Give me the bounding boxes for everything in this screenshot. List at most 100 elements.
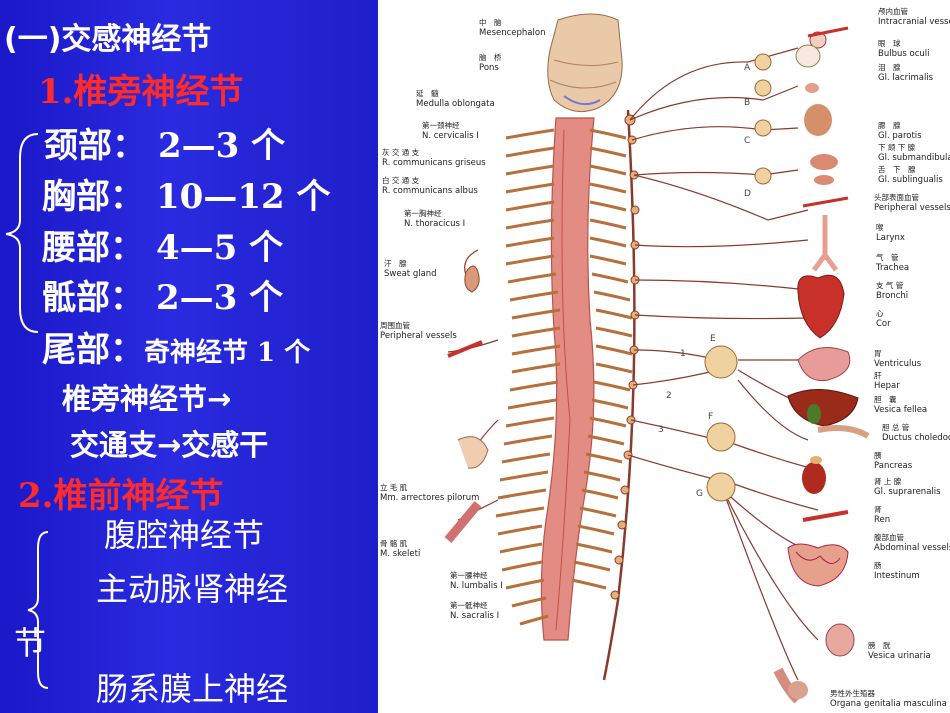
label-pons-cn: 脑 桥 xyxy=(479,52,502,62)
label-intracranial-cn: 颅内血管 xyxy=(878,6,908,16)
label-abdominal-vessels-cn: 腹部血管 xyxy=(874,532,904,542)
label-bile-duct-cn: 胆 总 管 xyxy=(882,422,910,432)
label-peripheral-cn: 周围血管 xyxy=(380,320,410,330)
branch-3: 3 xyxy=(658,425,664,435)
spinal-cord-drawing xyxy=(540,117,595,641)
organ-drawings xyxy=(444,26,870,704)
flow-line-1: 椎旁神经节→ xyxy=(62,382,232,416)
ganglion-letters: A B C D E F G 1 2 3 xyxy=(658,63,751,499)
label-skeletal-cn: 骨 骼 肌 xyxy=(380,538,408,548)
letter-a: A xyxy=(744,63,751,73)
letter-d: D xyxy=(744,189,751,199)
line-lumbar: 腰部：4—5 个 xyxy=(42,228,284,268)
label-arrectores: Mm. arrectores pilorum xyxy=(380,493,479,503)
label-kidney: Ren xyxy=(874,515,890,525)
label-trachea: Trachea xyxy=(875,263,909,273)
letter-g: G xyxy=(696,489,703,499)
label-kidney-cn: 肾 xyxy=(874,505,882,514)
label-pancreas: Pancreas xyxy=(874,461,913,471)
label-cervical-cn: 第一颈神经 xyxy=(422,120,460,130)
label-heart: Cor xyxy=(876,319,891,329)
label-head-vessels: Peripheral vessels xyxy=(874,203,950,213)
spinal-nerve-roots xyxy=(495,109,640,681)
label-adrenal-cn: 肾 上 腺 xyxy=(874,476,902,486)
label-bronchi: Bronchi xyxy=(876,291,908,301)
label-pancreas-cn: 胰 xyxy=(874,450,882,460)
label-head-vessels-cn: 头部表面血管 xyxy=(874,192,919,202)
head-ganglia xyxy=(754,53,772,185)
brainstem-drawing xyxy=(547,13,623,113)
label-liver-cn: 肝 xyxy=(874,371,882,380)
label-white-ramus-cn: 白 交 通 支 xyxy=(382,175,420,185)
branch-1: 1 xyxy=(680,349,686,359)
label-submandibular: Gl. submandibularis xyxy=(878,153,950,163)
label-abdominal-vessels: Abdominal vessels xyxy=(874,543,950,553)
branch-2: 2 xyxy=(666,391,672,401)
label-trachea-cn: 气 管 xyxy=(876,252,899,262)
label-intestine: Intestinum xyxy=(874,571,920,581)
label-sweat-cn: 汗 腺 xyxy=(384,258,407,268)
label-liver: Hepar xyxy=(874,381,900,391)
label-lumbar: N. lumbalis I xyxy=(450,581,503,591)
section-title: (一)交感神经节 xyxy=(4,22,212,57)
label-gallbladder-cn: 胆 囊 xyxy=(874,394,897,404)
label-submandibular-cn: 下 颌 下 腺 xyxy=(878,142,916,152)
label-medulla: Medulla oblongata xyxy=(416,99,495,109)
line-sacral: 骶部：2—3 个 xyxy=(42,278,284,318)
letter-b: B xyxy=(744,98,750,108)
line-cervical: 颈部：2—3 个 xyxy=(44,126,286,166)
label-intestine-cn: 肠 xyxy=(874,561,882,570)
slide-text-panel: (一)交感神经节 1.椎旁神经节 颈部：2—3 个 胸部：10—12 个 腰部：… xyxy=(0,0,378,713)
label-gallbladder: Vesica fellea xyxy=(874,405,927,415)
label-thoracic-cn: 第一胸神经 xyxy=(404,208,442,218)
label-sacral-cn: 第一骶神经 xyxy=(450,600,488,610)
label-intracranial: Intracranial vessels xyxy=(878,17,950,27)
letter-c: C xyxy=(744,136,750,146)
label-bladder: Vesica urinaria xyxy=(868,651,931,661)
label-skeletal: M. skeleti xyxy=(380,549,420,559)
prevertebral-superior-mesenteric: 肠系膜上神经 xyxy=(96,670,289,708)
label-bronchi-cn: 支 气 管 xyxy=(876,280,904,290)
label-adrenal: Gl. suprarenalis xyxy=(874,487,941,497)
label-genitalia-cn: 男性外生殖器 xyxy=(830,688,875,698)
subsection-paravertebral: 1.椎旁神经节 xyxy=(38,72,244,112)
label-sublingual-cn: 舌 下 腺 xyxy=(878,164,916,174)
label-thoracic: N. thoracicus I xyxy=(404,219,465,229)
label-parotid: Gl. parotis xyxy=(878,131,922,141)
label-medulla-cn: 延 髓 xyxy=(416,88,439,98)
flow-line-2: 交通支→交感干 xyxy=(70,428,269,462)
label-parotid-cn: 腮 腺 xyxy=(878,120,901,130)
label-mesencephalon-cn: 中 脑 xyxy=(479,17,502,27)
label-larynx-cn: 喉 xyxy=(876,222,884,232)
label-sublingual: Gl. sublingualis xyxy=(878,175,943,185)
label-sacral: N. sacralis I xyxy=(450,611,499,621)
label-grey-ramus-cn: 灰 交 通 支 xyxy=(382,147,420,157)
prevertebral-aorticorenal: 主动脉肾神经 xyxy=(96,570,289,608)
letter-f: F xyxy=(708,412,713,422)
brace-prevertebral xyxy=(27,531,49,689)
figure-labels-left: 中 脑 Mesencephalon 脑 桥 Pons 延 髓 Medulla o… xyxy=(380,17,545,621)
line-coccygeal: 尾部：奇神经节 1 个 xyxy=(42,330,311,370)
label-lacrimal: Gl. lacrimalis xyxy=(878,73,934,83)
label-grey-ramus: R. communicans griseus xyxy=(382,158,486,168)
label-mesencephalon: Mesencephalon xyxy=(479,28,545,38)
label-eye-cn: 眼 球 xyxy=(878,38,901,48)
label-peripheral: Peripheral vessels xyxy=(380,331,457,341)
label-pons: Pons xyxy=(479,63,499,73)
label-larynx: Larynx xyxy=(876,233,905,243)
prevertebral-ganglia xyxy=(704,345,738,502)
brace-paravertebral xyxy=(5,133,39,333)
prevertebral-aorticorenal-cont: 节 xyxy=(14,624,47,662)
label-genitalia: Organa genitalia masculina xyxy=(830,699,947,709)
figure-labels-right: 颅内血管 Intracranial vessels 眼 球 Bulbus ocu… xyxy=(830,6,950,709)
label-bladder-cn: 膀 胱 xyxy=(868,640,891,650)
label-stomach: Ventriculus xyxy=(874,359,922,369)
label-white-ramus: R. communicans albus xyxy=(382,186,478,196)
subsection-prevertebral: 2.椎前神经节 xyxy=(18,476,224,516)
label-lacrimal-cn: 泪 腺 xyxy=(878,62,901,72)
label-stomach-cn: 胃 xyxy=(874,349,882,358)
label-bile-duct: Ductus choledochus xyxy=(882,433,950,443)
line-thoracic: 胸部：10—12 个 xyxy=(42,177,331,217)
prevertebral-celiac: 腹腔神经节 xyxy=(104,516,265,554)
letter-e: E xyxy=(710,334,716,344)
